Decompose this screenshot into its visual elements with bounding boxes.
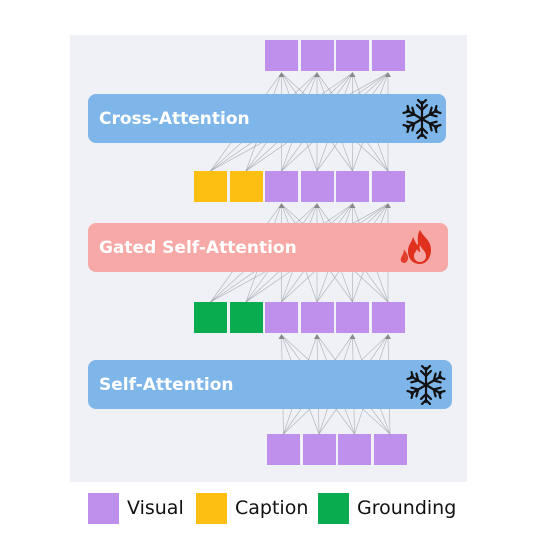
arrowhead (314, 334, 320, 339)
arrowhead (385, 203, 391, 208)
arrowhead (278, 334, 285, 339)
snowflake-icon (402, 99, 442, 139)
visual-token (336, 40, 369, 71)
legend-swatch-visual (88, 493, 119, 524)
fire-icon (400, 230, 431, 264)
visual-token (371, 40, 405, 71)
arrowhead (385, 334, 391, 339)
legend-swatch-caption (196, 493, 227, 524)
arrowhead (278, 203, 285, 208)
arrowhead (314, 72, 320, 77)
arrowhead (349, 334, 356, 339)
visual-token (371, 171, 405, 202)
arrowhead (385, 72, 391, 77)
visual-token (338, 434, 371, 465)
cross-attention-layer: Cross-Attention (88, 94, 446, 143)
caption-token (229, 171, 263, 202)
visual-token (373, 434, 407, 465)
gated-self-attention-layer: Gated Self-Attention (88, 223, 448, 272)
grounding-token (229, 302, 263, 333)
self-attention-label: Self-Attention (99, 374, 234, 395)
arrowhead (349, 203, 356, 208)
visual-token (302, 434, 336, 465)
visual-token (300, 302, 334, 333)
legend-swatch-grounding (318, 493, 349, 524)
legend-label-caption: Caption (235, 497, 309, 519)
snowflake-icon (406, 365, 446, 405)
legend-label-grounding: Grounding (357, 497, 457, 519)
cross-attention-label: Cross-Attention (99, 108, 250, 129)
arrowhead (349, 72, 356, 77)
gated-self-attention-label: Gated Self-Attention (99, 237, 297, 258)
arrowhead (278, 72, 285, 77)
visual-token (265, 171, 298, 202)
visual-token (336, 171, 369, 202)
legend-label-visual: Visual (127, 497, 184, 519)
self-attention-layer: Self-Attention (88, 360, 452, 409)
caption-token (194, 171, 227, 202)
visual-token (265, 40, 298, 71)
grounding-token (194, 302, 227, 333)
arrowhead (314, 203, 320, 208)
visual-token (267, 434, 300, 465)
visual-token (336, 302, 369, 333)
visual-token (371, 302, 405, 333)
visual-token (300, 40, 334, 71)
visual-token (300, 171, 334, 202)
visual-token (265, 302, 298, 333)
